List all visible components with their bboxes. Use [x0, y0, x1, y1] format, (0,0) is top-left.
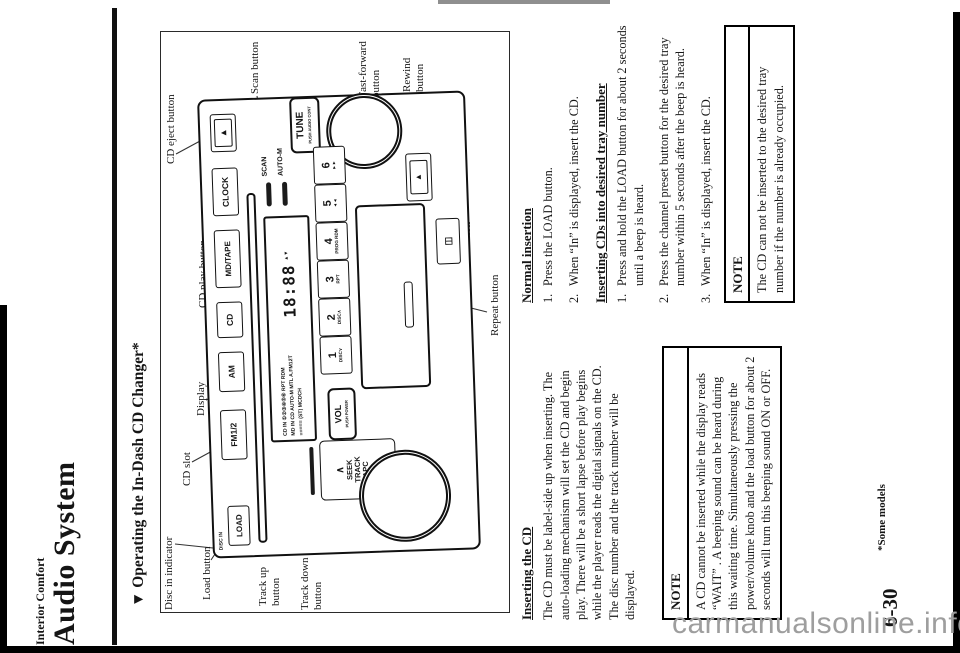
auto-m-label: AUTO-M [276, 147, 285, 177]
note-body: A CD cannot be inserted while the displa… [693, 356, 773, 610]
md-tape-button: MD/TAPE [213, 229, 242, 289]
disc-in-indicator: DISC IN [218, 531, 225, 551]
label-cd-eject-button: CD eject button [165, 94, 177, 164]
preset-button-5: 5 ◄◄ [314, 183, 348, 223]
list-item: 1. Press and hold the LOAD button for ab… [614, 25, 647, 303]
item-number: 1. [615, 293, 630, 303]
preset-3-sub: RPT [335, 274, 341, 284]
clock-button: CLOCK [211, 167, 240, 217]
inserting-cd-heading: Inserting the CD [519, 526, 534, 620]
label-repeat-button: Repeat button [489, 274, 501, 336]
door-open-button: ◫ [435, 217, 461, 265]
item-number: 1. [541, 293, 556, 303]
cd-play-button: CD [216, 301, 244, 339]
left-text-column: Inserting the CD The CD must be label-si… [518, 346, 783, 620]
scan-edge-bottom [0, 646, 960, 653]
item-number: 2. [656, 293, 671, 303]
item-text: Press the LOAD button. [541, 167, 556, 286]
note-title: NOTE [664, 348, 689, 618]
volume-knob [357, 448, 453, 544]
preset-4-sub: PROG RDM [333, 228, 340, 254]
tape-eject-button: ▲ [405, 152, 433, 202]
some-models-footnote: *Some models [876, 484, 888, 551]
tape-eject-icon: ▲ [409, 159, 429, 195]
label-track-down-button: Track down button [299, 557, 324, 610]
list-item: 2. Press the channel preset button for t… [656, 25, 689, 303]
preset-button-3: 3 RPT [316, 259, 351, 299]
tune-sub-label: PUSH AUDIO CONT [306, 106, 313, 144]
am-button: AM [217, 351, 246, 393]
display-digits: 18:88 [278, 264, 300, 319]
cd-changer-figure: Disc in indicator CD slot Display CD pla… [160, 31, 510, 613]
door-slot [403, 281, 415, 328]
cd-eject-button: ▲ [209, 113, 237, 153]
item-number: 2. [566, 293, 581, 303]
item-text: Press the channel preset button for the … [656, 37, 688, 286]
item-text: When “In” is displayed, insert the CD. [698, 96, 713, 286]
normal-insertion-heading: Normal insertion [519, 208, 534, 303]
preset-2-sub: DISC∧ [336, 309, 343, 325]
note-box-occupied: NOTE The CD can not be inserted to the d… [723, 25, 795, 303]
label-cd-slot: CD slot [181, 452, 193, 486]
scan-label: SCAN [261, 156, 269, 177]
note-body: The CD can not be inserted to the desire… [755, 66, 786, 293]
scan-edge-left [0, 305, 7, 646]
item-number: 3. [698, 293, 713, 303]
scan-bar-button [265, 182, 272, 207]
list-item: 2. When “In” is displayed, insert the CD… [566, 25, 582, 303]
right-text-column: Normal insertion 1. Press the LOAD butto… [518, 25, 795, 303]
volume-button: VOL PUSH POWER [327, 387, 358, 441]
note-title: NOTE [725, 27, 751, 301]
auto-m-bar-button [281, 181, 288, 206]
display-text: CD IN ①②③④⑤⑥ RPT RDM MD IN CD AUTO-M MTL… [276, 317, 308, 440]
section-label: Interior Comfort [33, 557, 47, 645]
label-load-button: Load button [201, 546, 213, 600]
display-panel: CD IN ①②③④⑤⑥ RPT RDM MD IN CD AUTO-M MTL… [263, 214, 318, 443]
display-arrows-icon: ▲▼ [283, 250, 290, 261]
left-bar-button [309, 446, 315, 496]
radio-unit-drawing: DISC IN LOAD FM1/2 AM CD MD/TAPE CLOCK ▲… [197, 90, 481, 559]
note-box-wait: NOTE A CD cannot be inserted while the d… [662, 346, 783, 620]
inserting-cd-para2: The disc number and the track number wil… [606, 393, 637, 620]
cassette-door [354, 202, 432, 390]
title-rule [112, 8, 117, 645]
scan-edge-right [953, 12, 960, 646]
vol-sub-label: PUSH POWER [343, 400, 350, 428]
item-text: Press and hold the LOAD button for about… [615, 25, 646, 286]
tray-number-heading: Inserting CDs into desired tray number [592, 83, 608, 303]
watermark-text: carmanualsonline.info [672, 607, 960, 640]
preset-button-6: 6 ►► [312, 145, 347, 185]
label-track-up-button: Track up button [257, 566, 282, 606]
item-text: When “In” is displayed, insert the CD. [566, 96, 581, 286]
preset-button-4: 4 PROG RDM [315, 221, 349, 261]
inserting-cd-para1: The CD must be label-side up when insert… [541, 365, 605, 620]
label-display: Display [195, 381, 207, 416]
page-title: Audio System [48, 461, 81, 645]
list-item: 1. Press the LOAD button. [540, 25, 556, 303]
list-item: 3. When “In” is displayed, insert the CD… [698, 25, 714, 303]
label-scan-button: Scan button [249, 41, 261, 94]
eject-icon: ▲ [214, 119, 233, 147]
label-fast-forward-button: Fast-forward button [357, 41, 382, 98]
preset-1-sub: DISC∨ [338, 347, 344, 363]
fm-button: FM1/2 [219, 409, 248, 461]
preset-button-1: 1 DISC∨ [319, 335, 353, 375]
scan-edge-top [438, 0, 610, 4]
load-button: LOAD [227, 505, 251, 546]
preset-6-sub: ►► [331, 160, 337, 170]
label-disc-in-indicator: Disc in indicator [163, 536, 175, 610]
preset-5-sub: ◄◄ [332, 198, 339, 208]
label-rewind-button: Rewind button [401, 57, 426, 92]
preset-button-2: 2 DISC∧ [318, 297, 352, 337]
tune-button: TUNE PUSH AUDIO CONT [289, 96, 321, 154]
operating-heading: ▼ Operating the In-Dash CD Changer* [130, 342, 147, 607]
